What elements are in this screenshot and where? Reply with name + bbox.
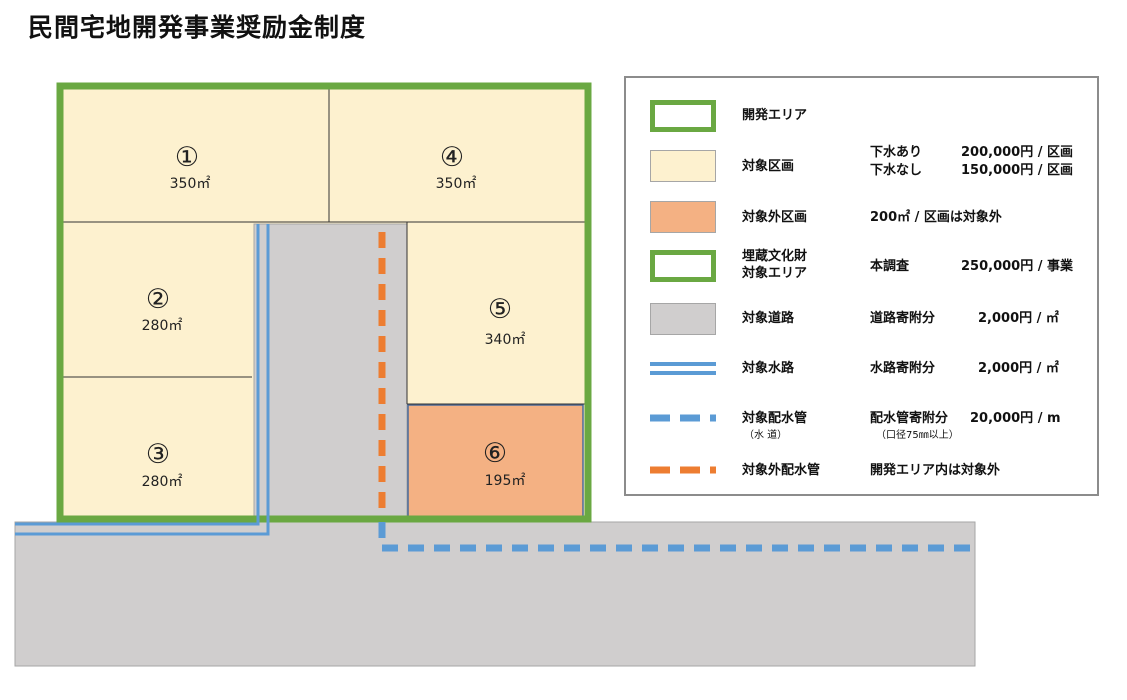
plot-1-number: ① <box>175 142 199 173</box>
target-water-pipe <box>378 522 970 552</box>
plot-2-area: 280㎡ <box>142 318 183 334</box>
excluded-plot-6 <box>407 404 584 518</box>
legend-label-target-plot: 対象区画 <box>742 159 795 174</box>
plot-division-lines <box>60 86 588 405</box>
cultural-area-amount: 250,000円 / 事業 <box>961 259 1074 274</box>
swatch-target-plot <box>650 150 716 182</box>
legend-panel: 開発エリア 対象区画 下水あり 200,000円 / 区画 下水なし 150,0… <box>624 76 1099 496</box>
sewer-yes-label: 下水あり <box>870 145 923 160</box>
water-pipe-sub: （水 道） <box>744 430 788 441</box>
cultural-area-label-line2: 対象エリア <box>742 266 808 281</box>
waterway-item: 水路寄附分 <box>870 361 936 376</box>
swatch-waterway-line1 <box>650 362 716 366</box>
swatch-target-road <box>650 303 716 335</box>
plot-3-area: 280㎡ <box>142 474 183 490</box>
swatch-development-area <box>650 100 716 132</box>
plot-6-area: 195㎡ <box>485 473 526 489</box>
development-area-border <box>56 82 592 523</box>
swatch-cultural-area <box>650 250 716 282</box>
legend-label-target-waterway: 対象水路 <box>742 361 795 376</box>
excluded-water-pipe-note: 開発エリア内は対象外 <box>870 463 1001 478</box>
water-pipe-item: 配水管寄附分 （口径75㎜以上） <box>870 410 959 444</box>
swatch-excluded-water-pipe <box>650 466 716 474</box>
target-waterway <box>15 224 270 536</box>
legend-label-excluded-water-pipe: 対象外配水管 <box>742 463 821 478</box>
water-pipe-item-sub: （口径75㎜以上） <box>876 430 959 441</box>
water-pipe-label: 対象配水管 <box>742 411 808 426</box>
plot-2-number: ② <box>146 284 170 315</box>
road-amount: 2,000円 / ㎡ <box>978 311 1059 326</box>
cultural-area-item: 本調査 <box>870 259 910 274</box>
swatch-waterway-line2 <box>650 371 716 375</box>
plot-5-area: 340㎡ <box>485 332 526 348</box>
waterway-amount: 2,000円 / ㎡ <box>978 361 1059 376</box>
excluded-plot-note: 200㎡ / 区画は対象外 <box>870 210 1002 225</box>
water-pipe-item-label: 配水管寄附分 <box>870 411 949 426</box>
plot-1-area: 350㎡ <box>170 176 211 192</box>
plot-4-area: 350㎡ <box>436 176 477 192</box>
legend-label-target-road: 対象道路 <box>742 311 795 326</box>
cultural-area-label-line1: 埋蔵文化財 <box>742 249 808 264</box>
water-pipe-amount: 20,000円 / m <box>970 411 1061 426</box>
road-item: 道路寄附分 <box>870 311 936 326</box>
legend-label-development-area: 開発エリア <box>742 108 808 123</box>
plot-3-number: ③ <box>146 439 170 470</box>
legend-label-excluded-plot: 対象外区画 <box>742 210 808 225</box>
plot-4-number: ④ <box>440 142 464 173</box>
swatch-excluded-plot <box>650 201 716 233</box>
swatch-target-water-pipe <box>650 414 716 422</box>
sewer-no-label: 下水なし <box>870 163 923 178</box>
legend-label-target-water-pipe: 対象配水管 （水 道） <box>742 410 807 444</box>
page-title: 民間宅地開発事業奨励金制度 <box>28 13 367 42</box>
plot-6-number: ⑥ <box>483 438 507 469</box>
plot-5-number: ⑤ <box>488 294 512 325</box>
main-road <box>14 521 976 667</box>
legend-label-cultural-area: 埋蔵文化財 対象エリア <box>742 248 807 282</box>
sewer-no-amount: 150,000円 / 区画 <box>961 163 1074 178</box>
sewer-yes-amount: 200,000円 / 区画 <box>961 145 1074 160</box>
